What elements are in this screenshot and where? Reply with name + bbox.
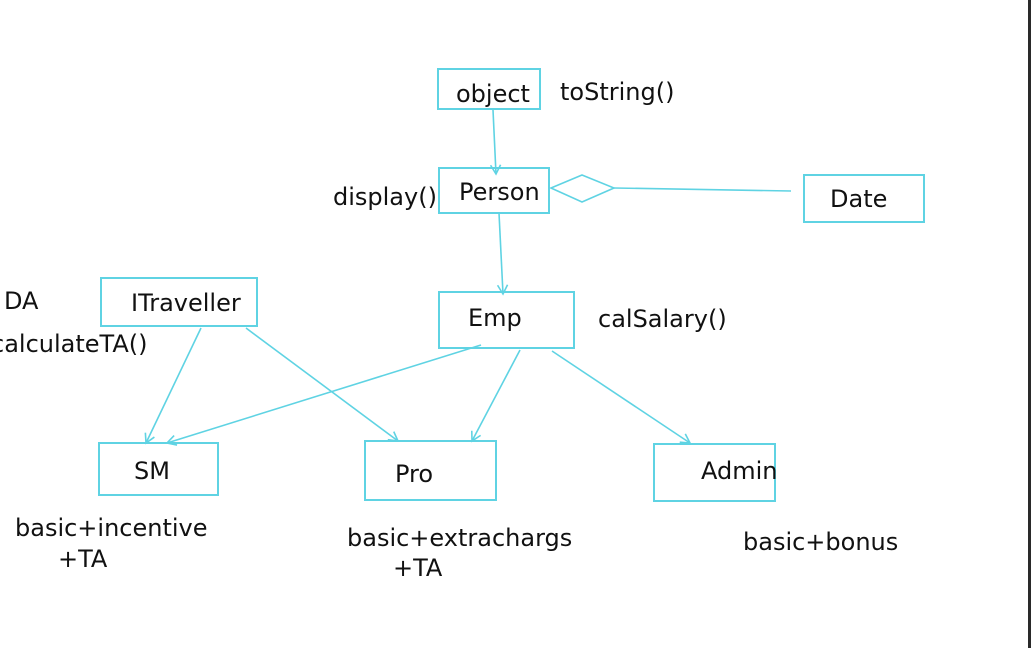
- display-annotation: display(): [333, 183, 437, 211]
- date-box: [803, 174, 925, 223]
- edge-itraveller-sm: [144, 327, 202, 445]
- sm-formula-line1: basic+incentive: [15, 514, 208, 542]
- itraveller-label: ITraveller: [131, 289, 241, 317]
- person-label: Person: [459, 178, 540, 206]
- date-label: Date: [830, 185, 887, 213]
- edge-itraveller-pro: [245, 327, 400, 442]
- emp-label: Emp: [468, 304, 522, 332]
- pro-formula-line1: basic+extrachargs: [347, 524, 572, 552]
- admin-box: [653, 443, 776, 502]
- da-annotation: DA: [4, 287, 39, 315]
- edge-emp-sm: [165, 344, 482, 446]
- object-box: [437, 68, 541, 110]
- sm-box: [98, 442, 219, 496]
- itraveller-box: [100, 277, 258, 327]
- sm-formula-line2: +TA: [58, 545, 108, 573]
- calsalary-annotation: calSalary(): [598, 305, 727, 333]
- pro-formula-line2: +TA: [393, 554, 443, 582]
- object-label: object: [456, 80, 530, 108]
- tostring-annotation: toString(): [560, 78, 674, 106]
- edge-person-emp: [496, 212, 509, 296]
- edge-person-date: [613, 187, 792, 192]
- sm-label: SM: [134, 457, 170, 485]
- aggregation-diamond: [548, 174, 617, 203]
- pro-box: [364, 440, 497, 501]
- edge-emp-pro: [470, 349, 521, 443]
- edge-emp-admin: [551, 350, 692, 444]
- calculateta-annotation: calculateTA(): [0, 330, 147, 358]
- edge-object-person: [489, 109, 502, 176]
- right-edge-bar: [1028, 0, 1031, 648]
- admin-label: Admin: [701, 457, 778, 485]
- pro-label: Pro: [395, 460, 433, 488]
- admin-formula: basic+bonus: [743, 528, 898, 556]
